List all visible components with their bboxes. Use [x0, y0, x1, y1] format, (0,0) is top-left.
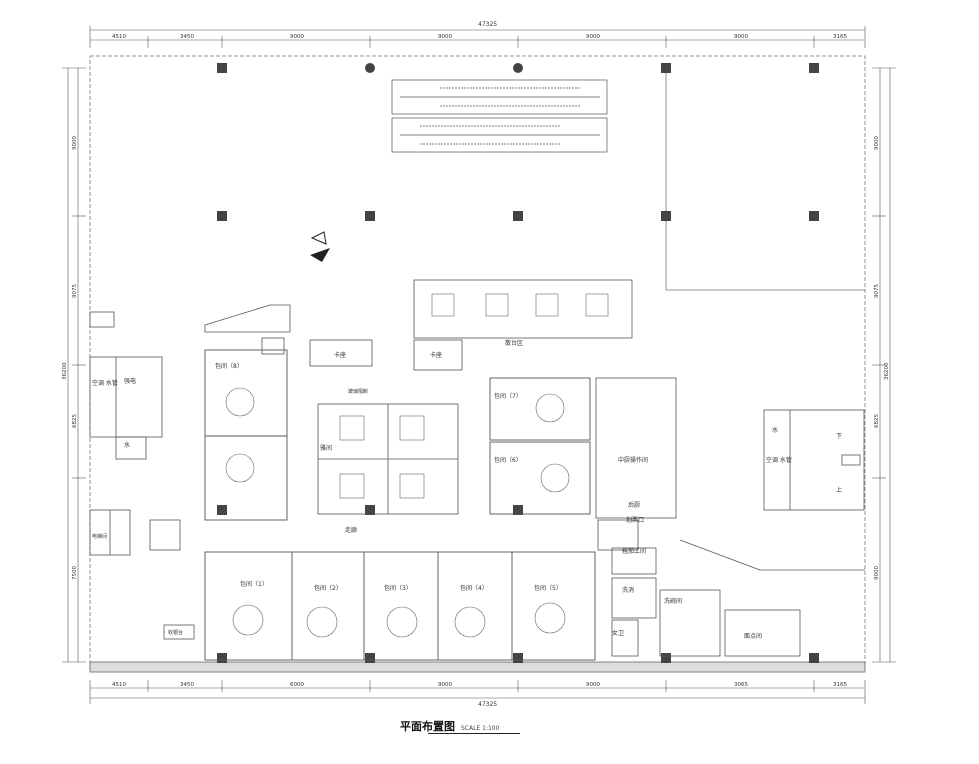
elec-label: 强电 — [124, 377, 136, 385]
top-seg-5: 9000 — [586, 34, 600, 40]
vip5-label: 包间（5） — [534, 584, 562, 592]
left-seg-4: 7500 — [72, 566, 78, 580]
bottom-vip-tables — [232, 602, 566, 638]
screen-label: 玻璃隔断 — [348, 388, 368, 395]
right-seg-3: 6825 — [874, 414, 880, 428]
vip2-label: 包间（2） — [314, 584, 342, 592]
north-arrow-icon — [310, 231, 330, 262]
bottom-dimension-lines — [89, 680, 866, 704]
side-label: 划票口 — [626, 516, 644, 524]
ac-right-label: 空调 水管 — [766, 456, 792, 464]
water-left-label: 水 — [124, 441, 130, 449]
fire-label: 电梯间 — [92, 533, 107, 540]
bottom-vip-rooms — [204, 551, 596, 661]
left-segment-labels: 9000 9075 6825 7500 36200 — [62, 136, 78, 580]
left-service-area — [89, 311, 195, 640]
right-total: 36200 — [884, 362, 890, 380]
vip8-room — [204, 349, 288, 521]
vip3-label: 包间（3） — [384, 584, 412, 592]
top-dimension-lines — [89, 26, 866, 48]
right-dimension-lines — [872, 67, 896, 663]
right-service-area — [679, 409, 865, 571]
left-seg-1: 9000 — [72, 136, 78, 150]
building-outline — [89, 55, 866, 673]
top-seg-4: 9000 — [438, 34, 452, 40]
vip1-label: 包间（1） — [240, 580, 268, 588]
right-seg-2: 9075 — [874, 284, 880, 298]
top-total-dimension: 47325 — [478, 21, 497, 28]
left-total: 36200 — [62, 362, 68, 380]
hall-area — [413, 279, 633, 371]
booth2-label: 卡座 — [430, 351, 442, 359]
bottom-seg-4: 9000 — [438, 682, 452, 688]
drawing-title-scale: SCALE 1:100 — [461, 725, 500, 732]
left-seg-3: 6825 — [72, 414, 78, 428]
top-seg-3: 9000 — [290, 34, 304, 40]
bottom-seg-7: 3165 — [833, 682, 847, 688]
top-seg-6: 9000 — [734, 34, 748, 40]
top-seg-7: 3165 — [833, 34, 847, 40]
top-seg-1: 4510 — [112, 34, 126, 40]
right-seg-4: 9000 — [874, 566, 880, 580]
top-left-walls — [204, 304, 373, 367]
kitchen-label: 中厨操作间 — [618, 456, 648, 464]
kitchen-area — [595, 377, 801, 657]
left-dimension-lines — [62, 67, 86, 663]
vip4-label: 包间（4） — [460, 584, 488, 592]
vip8-tables — [225, 387, 255, 483]
escalators — [391, 79, 608, 153]
vip7-6-tables — [535, 393, 570, 493]
booth1-label: 卡座 — [334, 351, 346, 359]
right-seg-1: 9000 — [874, 136, 880, 150]
columns — [217, 63, 819, 663]
dining-area — [317, 403, 459, 515]
water-right-label: 水 — [772, 426, 778, 434]
bottom-seg-1: 4510 — [112, 682, 126, 688]
dining-tables — [339, 415, 425, 499]
vip6-label: 包间（6） — [494, 456, 522, 464]
mech-left-label: 空调 水管 — [92, 379, 118, 387]
right-segment-labels: 9000 9075 36200 6825 9000 — [874, 136, 890, 580]
dish-label: 洗碗间 — [664, 597, 682, 605]
top-seg-2: 3450 — [180, 34, 194, 40]
bottom-seg-6: 3065 — [734, 682, 748, 688]
bottom-seg-5: 9000 — [586, 682, 600, 688]
vip8-label: 包间（8） — [215, 362, 243, 370]
vip7-6-rooms — [489, 377, 591, 515]
stair-down-label: 下 — [836, 433, 842, 440]
hall-label: 散台区 — [505, 339, 523, 347]
vip7-label: 包间（7） — [494, 392, 522, 400]
bottom-seg-2: 3450 — [180, 682, 194, 688]
bottom-seg-3: 6000 — [290, 682, 304, 688]
dining-label: 雅间 — [320, 444, 332, 452]
bottom-total-dimension: 47325 — [478, 701, 497, 708]
rough-room-label: 粗加工间 — [622, 547, 646, 555]
bottom-segment-labels: 4510 3450 6000 9000 9000 3065 3165 — [112, 682, 847, 688]
top-segment-labels: 4510 3450 9000 9000 9000 9000 3165 — [112, 34, 847, 40]
title-underline — [428, 733, 520, 734]
drawing-title-main: 平面布置图 — [400, 720, 455, 733]
corridor-label: 走廊 — [345, 526, 357, 534]
left-seg-2: 9075 — [72, 284, 78, 298]
stair-up-label: 上 — [836, 486, 842, 494]
wash-label: 洗消 — [622, 586, 634, 594]
back-kitchen-label: 后厨 — [628, 501, 640, 509]
hall-tables — [431, 293, 609, 317]
front-desk-label: 收银台 — [168, 629, 183, 636]
toilet-label: 女卫 — [612, 629, 624, 637]
pastry-label: 面点间 — [744, 632, 762, 640]
drawing-title: 平面布置图 SCALE 1:100 — [400, 718, 580, 734]
